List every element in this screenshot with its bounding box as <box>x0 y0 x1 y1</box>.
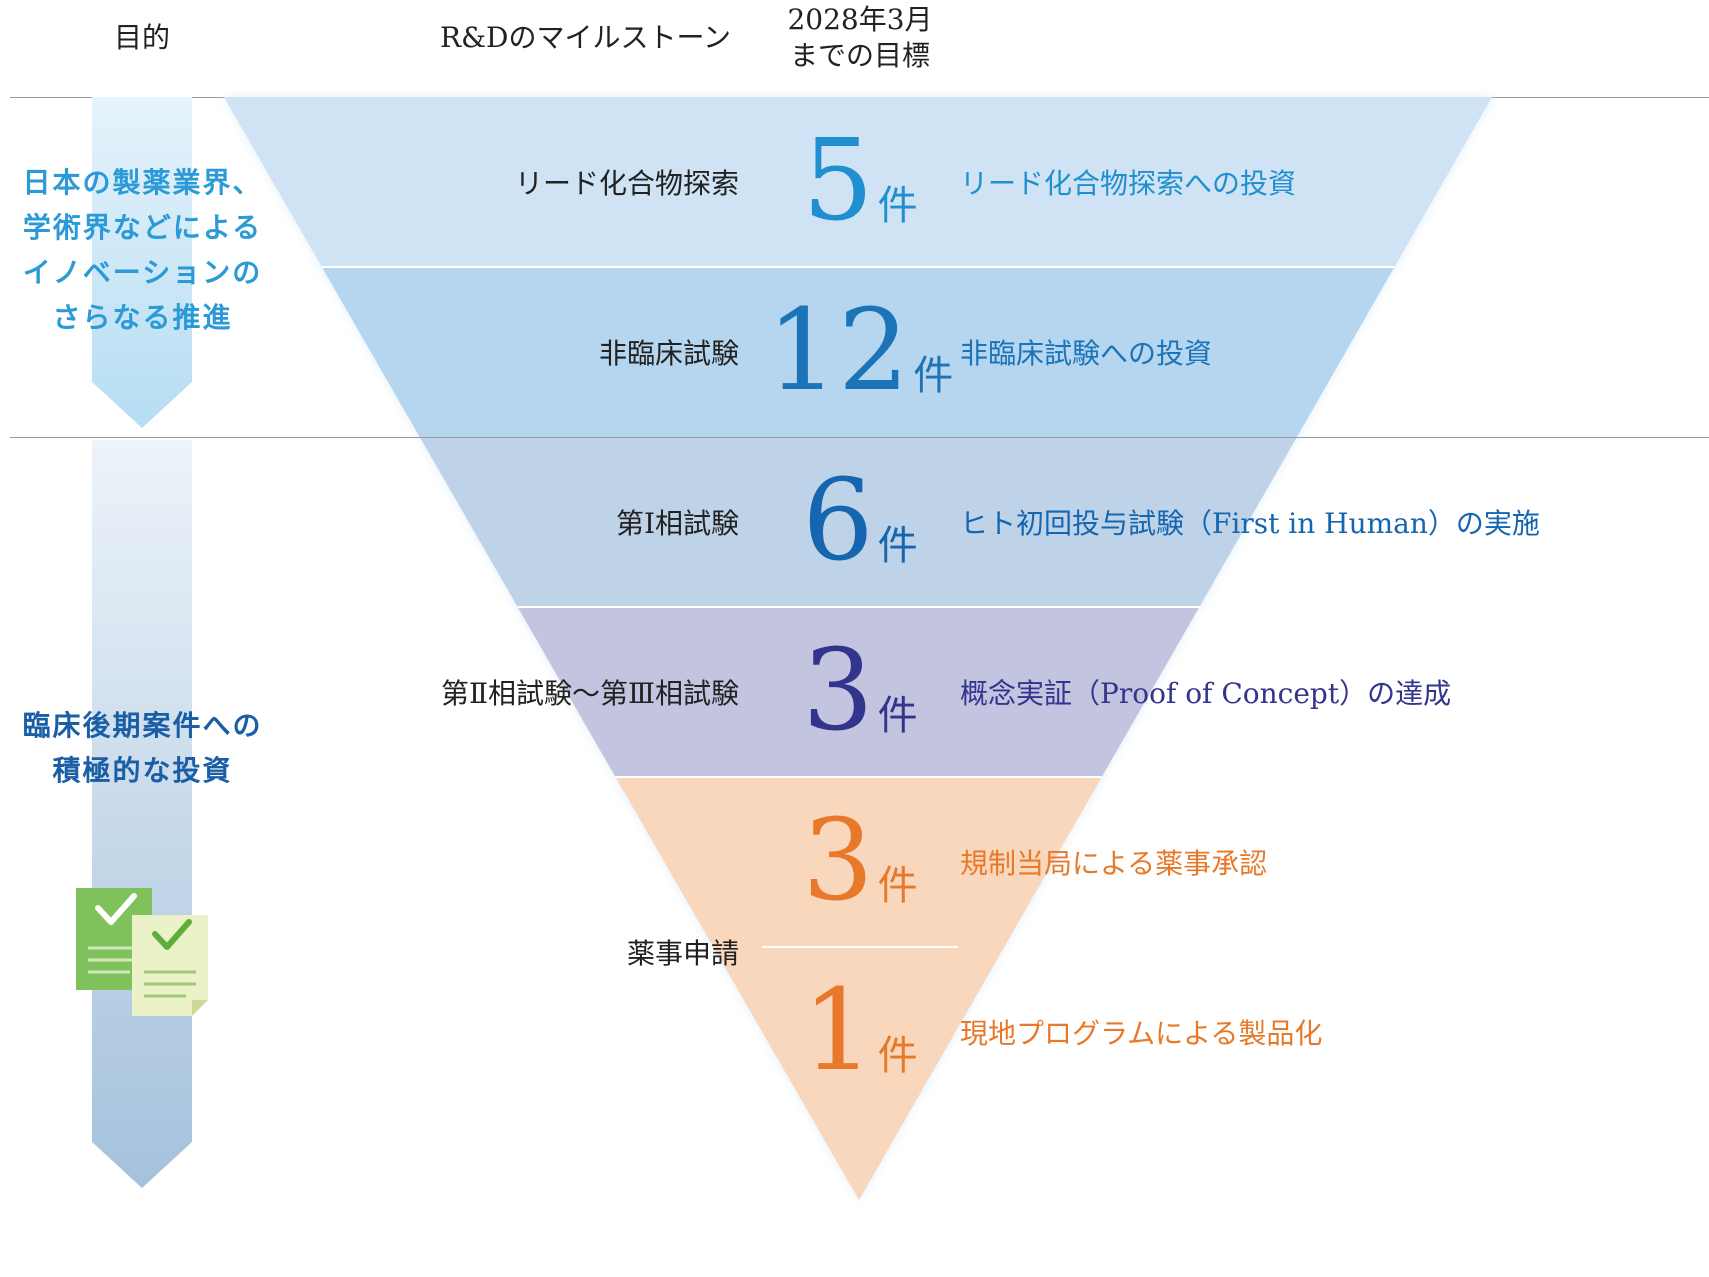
stage-label-phase23: 第Ⅱ相試験～第Ⅲ相試験 <box>440 677 739 710</box>
count-unit: 件 <box>877 863 918 909</box>
divider-middle <box>10 437 1709 438</box>
count-number: 5 <box>802 116 874 246</box>
count-number: 12 <box>766 286 910 416</box>
count-phase1: 6 件 <box>760 465 960 577</box>
count-nonclinical: 12 件 <box>760 295 960 407</box>
count-number: 6 <box>802 456 874 586</box>
purpose-line: 学術界などによる <box>22 211 263 244</box>
goal-nonclinical: 非臨床試験への投資 <box>960 337 1213 370</box>
count-approval: 3 件 <box>760 805 960 917</box>
count-number: 1 <box>802 966 874 1096</box>
header-target: 2028年3月 までの目標 <box>770 2 950 74</box>
goal-approval: 規制当局による薬事承認 <box>960 847 1268 880</box>
purpose-innovation: 日本の製薬業界、 学術界などによる イノベーションの さらなる推進 <box>0 160 285 340</box>
count-lead: 5 件 <box>760 125 960 237</box>
count-unit: 件 <box>877 523 918 569</box>
funnel-band-nonclinical <box>224 267 1492 437</box>
header-milestone: R&Dのマイルストーン <box>440 21 732 54</box>
purpose-line: イノベーションの <box>22 256 263 289</box>
purpose-line: さらなる推進 <box>52 301 233 334</box>
count-unit: 件 <box>913 353 954 399</box>
purpose-late-stage: 臨床後期案件への 積極的な投資 <box>0 703 285 793</box>
count-phase23: 3 件 <box>760 635 960 747</box>
header-target-line1: 2028年3月 <box>787 3 933 36</box>
count-unit: 件 <box>877 693 918 739</box>
stage-label-lead: リード化合物探索 <box>514 167 739 200</box>
purpose-arrow-top <box>92 97 192 428</box>
goal-phase23: 概念実証（Proof of Concept）の達成 <box>960 677 1452 710</box>
purpose-line: 積極的な投資 <box>52 754 233 787</box>
purpose-line: 臨床後期案件への <box>22 709 263 742</box>
purpose-line: 日本の製薬業界、 <box>22 166 263 199</box>
count-unit: 件 <box>877 183 918 229</box>
header-purpose: 目的 <box>114 21 171 54</box>
count-number: 3 <box>802 796 874 926</box>
header-target-line2: までの目標 <box>789 39 930 72</box>
count-commercialization: 1 件 <box>760 975 960 1087</box>
goal-lead: リード化合物探索への投資 <box>960 167 1297 200</box>
document-check-icon <box>132 915 208 1016</box>
count-number: 3 <box>802 626 874 756</box>
purpose-arrow-bottom <box>92 440 192 1188</box>
goal-commercialization: 現地プログラムによる製品化 <box>960 1017 1323 1050</box>
goal-phase1: ヒト初回投与試験（First in Human）の実施 <box>960 507 1540 540</box>
stage-label-application: 薬事申請 <box>626 937 739 970</box>
stage-label-nonclinical: 非臨床試験 <box>598 337 739 370</box>
funnel-band-lead <box>224 97 1492 267</box>
application-separator <box>762 946 958 948</box>
stage-label-phase1: 第Ⅰ相試験 <box>615 507 739 540</box>
count-unit: 件 <box>877 1033 918 1079</box>
